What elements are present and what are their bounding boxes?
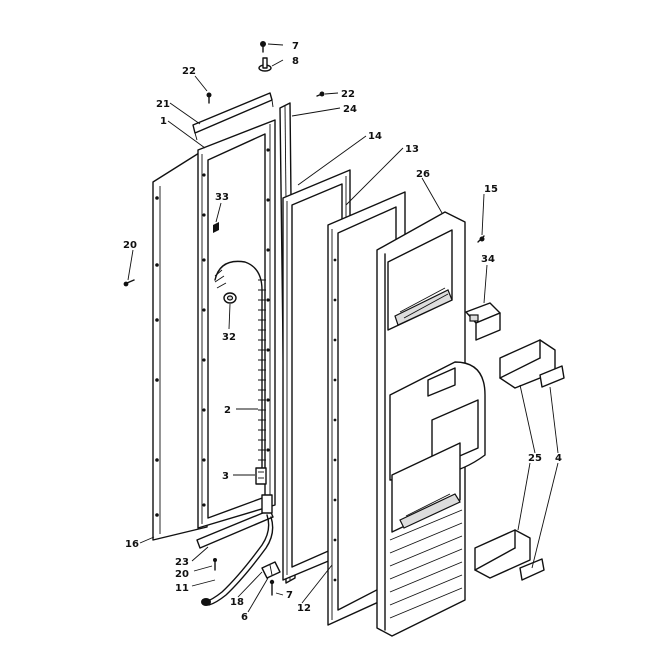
callout-7-bottom: 7 — [286, 590, 293, 601]
callout-3: 3 — [222, 471, 229, 482]
callout-24: 24 — [343, 104, 357, 115]
callout-13: 13 — [405, 144, 419, 155]
screw-20-left — [123, 279, 135, 287]
outer-door-panel — [152, 147, 208, 541]
top-hinge-pin — [258, 41, 272, 72]
callout-4: 4 — [555, 453, 562, 464]
callout-23: 23 — [175, 557, 189, 568]
callout-33: 33 — [215, 192, 229, 203]
callout-26: 26 — [416, 169, 430, 180]
callout-22-right: 22 — [341, 89, 355, 100]
wire-clip — [213, 222, 219, 233]
callout-8: 8 — [292, 56, 299, 67]
grommet-plug — [223, 292, 237, 304]
callout-34: 34 — [481, 254, 495, 265]
callout-32: 32 — [222, 332, 236, 343]
screw-20-bottom — [213, 558, 217, 571]
screw-22-right — [316, 91, 325, 97]
tube-clip — [261, 561, 281, 579]
callout-21: 21 — [156, 99, 170, 110]
water-tube — [201, 514, 274, 606]
dispenser-actuator — [465, 302, 501, 341]
screw-22-left — [206, 92, 212, 104]
callout-11: 11 — [175, 583, 189, 594]
callout-labels: 7 8 22 22 24 21 1 14 13 26 15 33 20 34 3… — [123, 41, 562, 623]
screw-15 — [477, 235, 485, 243]
bottom-hinge-bracket — [196, 494, 274, 549]
callout-20-bottom: 20 — [175, 569, 189, 580]
wire-harness — [214, 260, 266, 481]
callout-15: 15 — [484, 184, 498, 195]
callout-14: 14 — [368, 131, 382, 142]
dispenser-assembly — [376, 211, 486, 637]
screw-7-bottom — [269, 579, 275, 596]
callout-22-left: 22 — [182, 66, 196, 77]
callout-20-left: 20 — [123, 240, 137, 251]
callout-2: 2 — [224, 405, 231, 416]
callout-18: 18 — [230, 597, 244, 608]
callout-7-top: 7 — [292, 41, 299, 52]
leader-lines — [127, 43, 559, 613]
callout-1: 1 — [160, 116, 167, 127]
callout-16: 16 — [125, 539, 139, 550]
door-handle-bottom — [474, 529, 531, 579]
harness-connector — [255, 467, 267, 485]
trim-cap-bottom — [519, 558, 545, 581]
top-hinge-bracket — [192, 92, 274, 141]
callout-12: 12 — [297, 603, 311, 614]
callout-6: 6 — [241, 612, 248, 623]
door-liner-frame — [197, 119, 276, 529]
trim-cap-top — [539, 365, 565, 388]
callout-25: 25 — [528, 453, 542, 464]
